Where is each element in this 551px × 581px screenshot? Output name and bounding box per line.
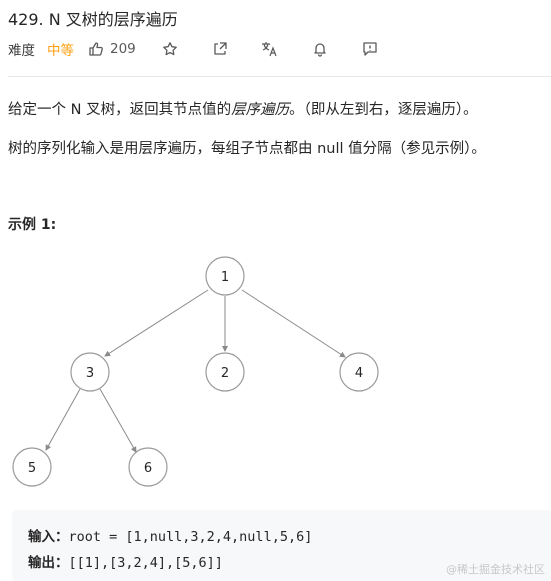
output-label: 输出：	[28, 555, 69, 571]
difficulty-badge: 中等	[47, 43, 74, 59]
favorite-button[interactable]	[158, 38, 182, 60]
tree-diagram: 1 3 2 4 5 6	[12, 256, 379, 487]
example-heading: 示例 1:	[8, 217, 57, 233]
notify-button[interactable]	[308, 38, 332, 60]
desc-p1-emphasis: 层序遍历	[231, 102, 290, 118]
output-value: [[1],[3,2,4],[5,6]]	[68, 555, 223, 571]
tree-node-5-label: 5	[28, 461, 36, 476]
watermark: @稀土掘金技术社区	[446, 563, 545, 576]
translate-icon	[261, 42, 277, 57]
example-output-line: 输出：[[1],[3,2,4],[5,6]]	[28, 551, 223, 571]
example-code-block: 输入：root = [1,null,3,2,4,null,5,6] 输出：[[1…	[12, 510, 551, 581]
translate-button[interactable]	[258, 38, 282, 60]
header-divider	[8, 76, 551, 77]
edge-1-3	[104, 289, 209, 357]
input-label: 输入：	[28, 529, 69, 545]
feedback-button[interactable]	[358, 38, 382, 60]
tree-node-6	[128, 447, 168, 487]
input-value: root = [1,null,3,2,4,null,5,6]	[68, 529, 313, 545]
tree-node-2-label: 2	[221, 366, 229, 381]
tree-node-4	[339, 352, 379, 392]
share-button[interactable]	[208, 38, 232, 60]
tree-node-3	[70, 352, 110, 392]
like-button[interactable]: 209	[88, 41, 136, 57]
example-input-line: 输入：root = [1,null,3,2,4,null,5,6]	[28, 525, 312, 545]
tree-node-6-label: 6	[144, 461, 152, 476]
tree-node-3-label: 3	[86, 366, 94, 381]
like-count: 209	[110, 41, 136, 57]
edge-3-5	[45, 388, 81, 451]
feedback-icon	[363, 42, 377, 56]
desc-p1-tail: 。（即从左到右，逐层遍历）。	[289, 102, 478, 118]
edge-1-4	[241, 289, 346, 358]
edge-3-6	[99, 388, 137, 453]
problem-toolbar: 难度 中等 209	[8, 38, 382, 60]
tree-node-1	[205, 256, 245, 296]
bell-icon	[314, 43, 326, 57]
difficulty-label: 难度	[8, 43, 35, 59]
problem-title: 429. N 叉树的层序遍历	[8, 10, 178, 29]
share-icon	[214, 42, 227, 55]
tree-node-1-label: 1	[221, 270, 229, 285]
tree-node-4-label: 4	[355, 366, 363, 381]
tree-node-5	[12, 447, 52, 487]
tree-node-2	[205, 352, 245, 392]
description-paragraph-1: 给定一个 N 叉树，返回其节点值的层序遍历。（即从左到右，逐层遍历）。	[8, 98, 478, 119]
thumbs-up-icon	[89, 42, 103, 56]
desc-p1-text: 给定一个 N 叉树，返回其节点值的	[8, 102, 232, 118]
description-paragraph-2: 树的序列化输入是用层序遍历，每组子节点都由 null 值分隔（参见示例）。	[8, 141, 486, 157]
star-icon	[162, 42, 177, 56]
